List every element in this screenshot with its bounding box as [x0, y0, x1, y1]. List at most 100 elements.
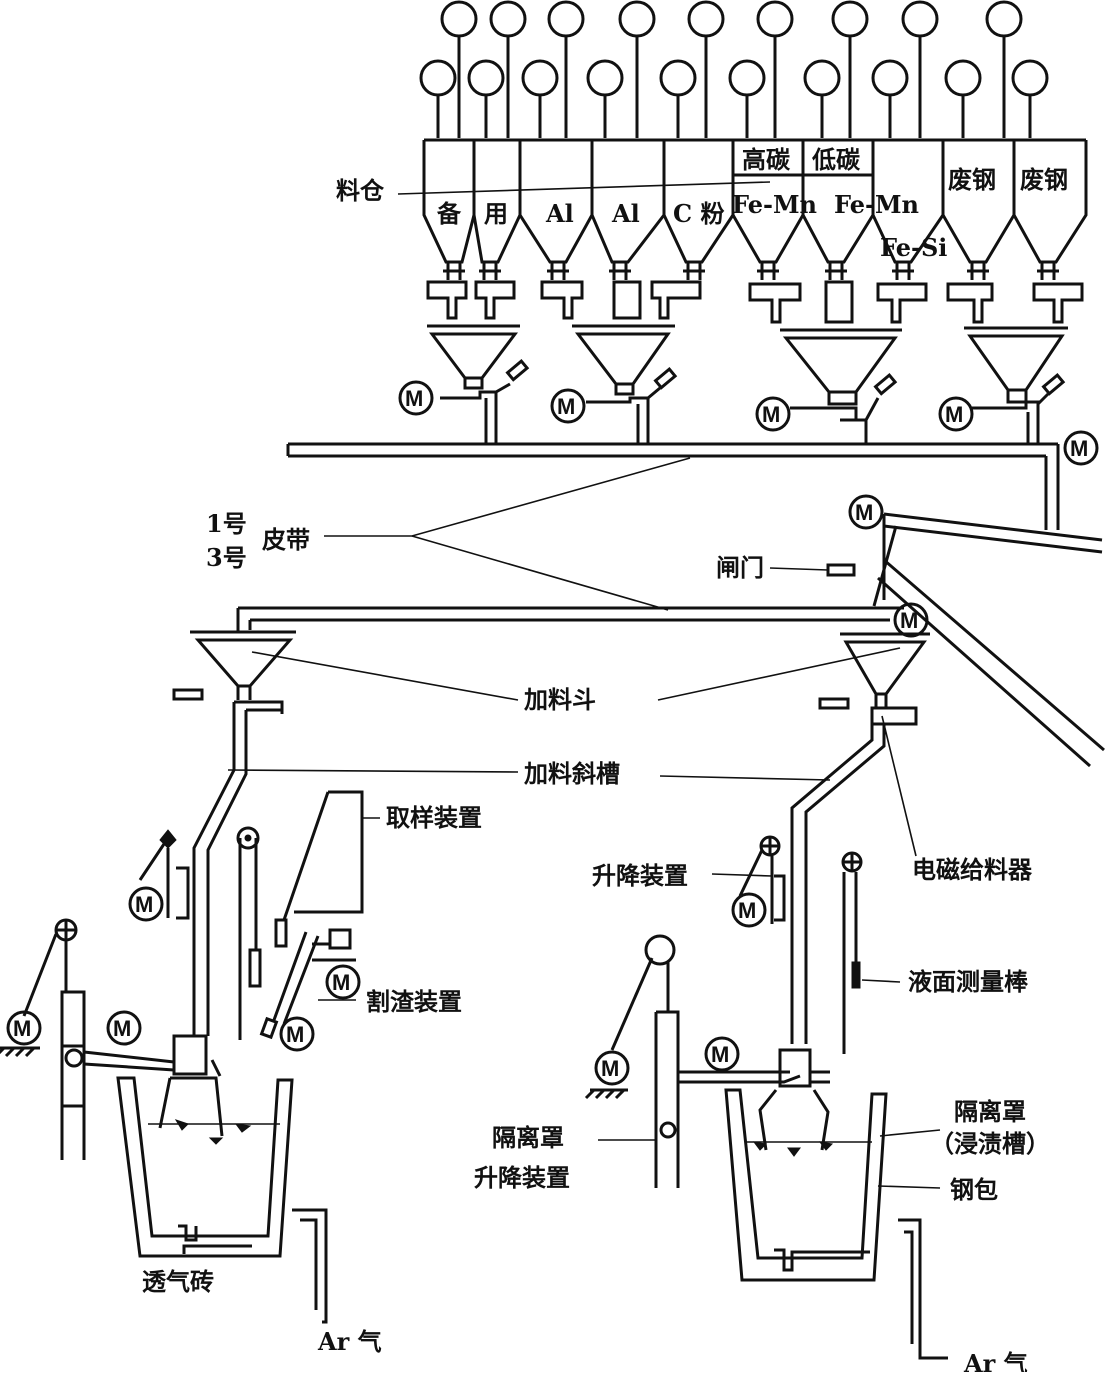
gate-label: 闸门	[716, 553, 764, 582]
left-station	[0, 790, 364, 1324]
bin-3-label: Al	[545, 199, 574, 228]
weigh-hoppers	[427, 324, 1068, 444]
motor-slag-cutter-1: M	[325, 964, 361, 1000]
right-station	[584, 835, 948, 1360]
indicator-upper-6	[756, 0, 794, 138]
motor-right-column: M	[594, 1050, 630, 1086]
feed-hoppers	[172, 630, 930, 726]
vibrating-feeders	[426, 280, 1084, 324]
ladle-label: 钢包	[950, 1175, 998, 1204]
bin-discharge-valves	[443, 262, 1059, 280]
svg-text:M: M	[738, 898, 756, 923]
indicator-lower-10	[1011, 59, 1049, 138]
motor-left-lift: M	[128, 886, 164, 922]
cover-lift-label-2: 升降装置	[474, 1163, 570, 1192]
storage-bins	[422, 138, 1088, 264]
motor-slag-cutter-2: M	[279, 1016, 315, 1052]
argon-left-label: Ar 气	[317, 1327, 382, 1356]
bin-label: 料仓	[336, 176, 385, 205]
svg-text:M: M	[900, 608, 918, 633]
motor-distribution-belt: M	[893, 602, 929, 638]
belt-no1	[286, 442, 1060, 530]
svg-text:M: M	[855, 500, 873, 525]
belt-label: 皮带	[262, 525, 310, 554]
level-rod-label: 液面测量棒	[908, 967, 1029, 996]
indicator-lower-1	[419, 59, 457, 138]
em-feeder-label: 电磁给料器	[912, 855, 1033, 884]
bin-5-label: C 粉	[673, 199, 724, 228]
svg-text:M: M	[113, 1016, 131, 1041]
indicator-upper-5	[687, 0, 725, 138]
motor-1: M	[398, 380, 434, 416]
indicator-lower-4	[586, 59, 624, 138]
motor-3: M	[755, 396, 791, 432]
svg-text:M: M	[601, 1056, 619, 1081]
motors: M M M M M M M M M M M M M M M	[6, 380, 1099, 1086]
indicator-upper-4	[618, 0, 656, 138]
electromagnetic-feeder	[870, 706, 918, 726]
svg-text:M: M	[762, 402, 780, 427]
svg-text:M: M	[557, 394, 575, 419]
belt-no3-label: 3号	[206, 543, 247, 572]
leader-lines	[227, 457, 941, 1189]
sampler-label: 取样装置	[386, 803, 482, 832]
motor-left-arm: M	[106, 1010, 142, 1046]
argon-right-label: Ar 气	[963, 1349, 1028, 1372]
bin-9-label: 废钢	[948, 165, 996, 194]
svg-text:M: M	[945, 402, 963, 427]
motor-left-column: M	[6, 1010, 42, 1046]
bin-2-label: 用	[484, 199, 508, 228]
belt-no1-label: 1号	[206, 509, 247, 538]
motor-right-arm: M	[704, 1036, 740, 1072]
svg-text:M: M	[332, 970, 350, 995]
indicator-lower-5	[659, 59, 697, 138]
svg-text:M: M	[13, 1016, 31, 1041]
bin-6-label-bottom: Fe-Mn	[732, 190, 817, 219]
indicator-lower-6	[728, 59, 766, 138]
indicator-upper-1	[440, 0, 478, 138]
left-chute	[192, 700, 284, 1036]
cover-lift-label-1: 隔离罩	[492, 1123, 564, 1152]
cover-sub-label: （浸渍槽）	[930, 1129, 1050, 1158]
indicator-upper-8	[901, 0, 939, 138]
porous-plug-label: 透气砖	[142, 1267, 214, 1296]
indicator-lower-9	[944, 59, 982, 138]
bin-7-label-top: 低碳	[811, 145, 861, 174]
chute-label: 加料斜槽	[524, 759, 620, 788]
right-chute	[790, 708, 886, 1044]
indicator-upper-7	[831, 0, 869, 138]
bin-leader	[397, 181, 771, 195]
bin-8-label: Fe-Si	[880, 233, 947, 262]
lift-label: 升降装置	[592, 861, 688, 890]
svg-text:M: M	[405, 386, 423, 411]
bin-6-label-top: 高碳	[742, 145, 791, 174]
svg-text:M: M	[711, 1042, 729, 1067]
indicator-lower-2	[467, 59, 505, 138]
svg-text:M: M	[1070, 436, 1088, 461]
bin-7-label-bottom: Fe-Mn	[834, 190, 919, 219]
motor-belt1: M	[1063, 430, 1099, 466]
svg-text:M: M	[286, 1022, 304, 1047]
motor-right-lift: M	[731, 892, 767, 928]
indicator-upper-2	[489, 0, 527, 138]
indicator-upper-9	[985, 0, 1023, 138]
indicator-lower-7	[803, 59, 841, 138]
cover-label: 隔离罩	[954, 1097, 1026, 1126]
hopper-label: 加料斗	[524, 685, 596, 714]
indicator-lower-3	[521, 59, 559, 138]
motor-4: M	[938, 396, 974, 432]
belt-no3	[236, 512, 1105, 768]
bin-10-label: 废钢	[1020, 165, 1068, 194]
svg-text:M: M	[135, 892, 153, 917]
gate	[826, 563, 856, 577]
bin-4-label: Al	[611, 199, 640, 228]
bin-1-label: 备	[436, 199, 462, 228]
indicator-upper-3	[547, 0, 585, 138]
motor-belt3: M	[848, 494, 884, 530]
motor-2: M	[550, 388, 586, 424]
slag-cutter-label: 割渣装置	[366, 987, 462, 1016]
indicator-lower-8	[871, 59, 909, 138]
bin-level-indicators	[419, 0, 1049, 138]
